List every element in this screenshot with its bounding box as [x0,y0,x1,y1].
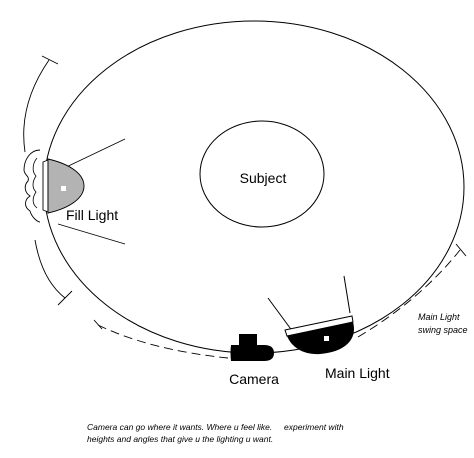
caption-note: Camera can go where it wants. Where u fe… [87,421,387,445]
caption-line-2: heights and angles that give u the light… [87,434,274,444]
swing-space-label-line1: Main Light [418,312,460,322]
camera-swing-arc [93,319,229,359]
main-light-swing-arc [357,243,467,338]
subject-label: Subject [240,170,287,186]
caption-line-1a: Camera can go where it wants. Where u fe… [87,422,273,432]
lighting-area-ellipse [43,20,465,354]
main-light-icon [284,315,355,355]
main-light-label: Main Light [325,365,390,381]
fill-light-swing-arc [23,55,73,306]
camera-icon [230,334,274,361]
camera-label: Camera [229,371,279,387]
caption-line-1b: experiment with [284,422,344,432]
fill-light-beam [57,138,126,245]
swing-space-label-line2: swing space [418,325,468,335]
main-light-beam [267,275,351,333]
fill-light-icon [23,149,85,223]
subject-circle [199,120,325,228]
caption-line-1: Camera can go where it wants. Where u fe… [87,421,387,433]
fill-light-label: Fill Light [66,207,118,223]
